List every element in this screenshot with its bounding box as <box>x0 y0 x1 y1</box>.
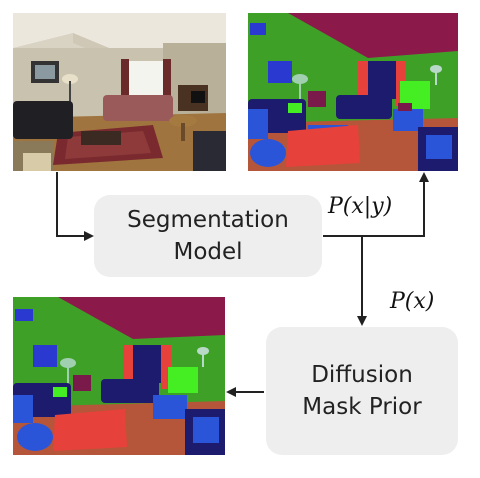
segmentation-model-box: Segmentation Model <box>94 195 322 277</box>
p-x-given-y-label: P(x|y) <box>328 194 393 219</box>
segmentation-model-label-line2: Model <box>173 239 243 265</box>
segmentation-model-label-line1: Segmentation <box>127 207 289 233</box>
diffusion-label-line1: Diffusion <box>311 362 413 388</box>
diffusion-mask-prior-box: Diffusion Mask Prior <box>266 327 458 455</box>
segmentation-mask-refined <box>13 297 225 455</box>
p-x-label: P(x) <box>390 289 435 314</box>
segmentation-mask-ground-truth <box>248 13 458 171</box>
diffusion-label-line2: Mask Prior <box>302 394 422 420</box>
arrow-photo-to-model <box>56 172 94 241</box>
living-room-photo <box>13 13 226 171</box>
